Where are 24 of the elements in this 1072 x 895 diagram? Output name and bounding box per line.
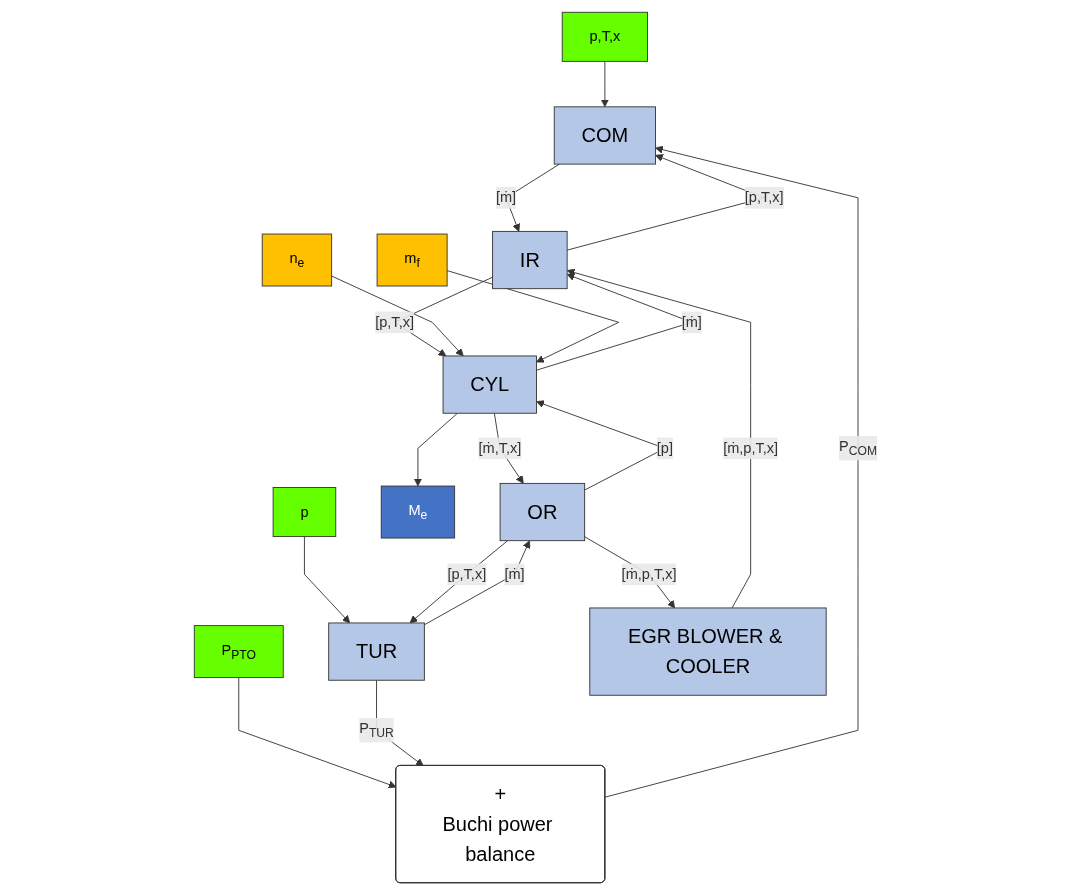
edge-label: [ṁ] — [504, 566, 525, 582]
edge-label: [ṁ] — [496, 189, 517, 206]
edge-label: [p,T,x] — [745, 189, 784, 206]
edge-label: P$_{COM}$ — [839, 438, 878, 458]
edge-label: [ṁ,T,x] — [478, 440, 522, 456]
edge-label: [p] — [657, 440, 674, 456]
node-box: M$_{e}$ — [381, 485, 456, 539]
node-box: p — [273, 487, 337, 538]
edge-label: [p,T,x] — [447, 566, 487, 582]
node-box: IR — [492, 230, 568, 290]
node-box: n$_{e}$ — [262, 233, 333, 287]
node-box: EGR BLOWER & COOLER — [589, 607, 827, 696]
node-box: P$_{PTO}$ — [194, 625, 285, 679]
edge-label: [ṁ] — [682, 314, 703, 330]
node-box: CYL — [442, 355, 538, 414]
edge-label: [p,T,x] — [375, 314, 415, 330]
edge-label: P$_{TUR}$ — [359, 720, 395, 740]
node-box: OR — [500, 482, 586, 542]
edge-label: [ṁ,p,T,x] — [723, 440, 779, 456]
edge-label: [ṁ,p,T,x] — [621, 566, 677, 582]
node-box: m$_{f}$ — [377, 233, 448, 287]
node-box: p,T,x — [562, 11, 649, 62]
node-box: COM — [554, 106, 657, 165]
node-box: TUR — [328, 622, 426, 681]
